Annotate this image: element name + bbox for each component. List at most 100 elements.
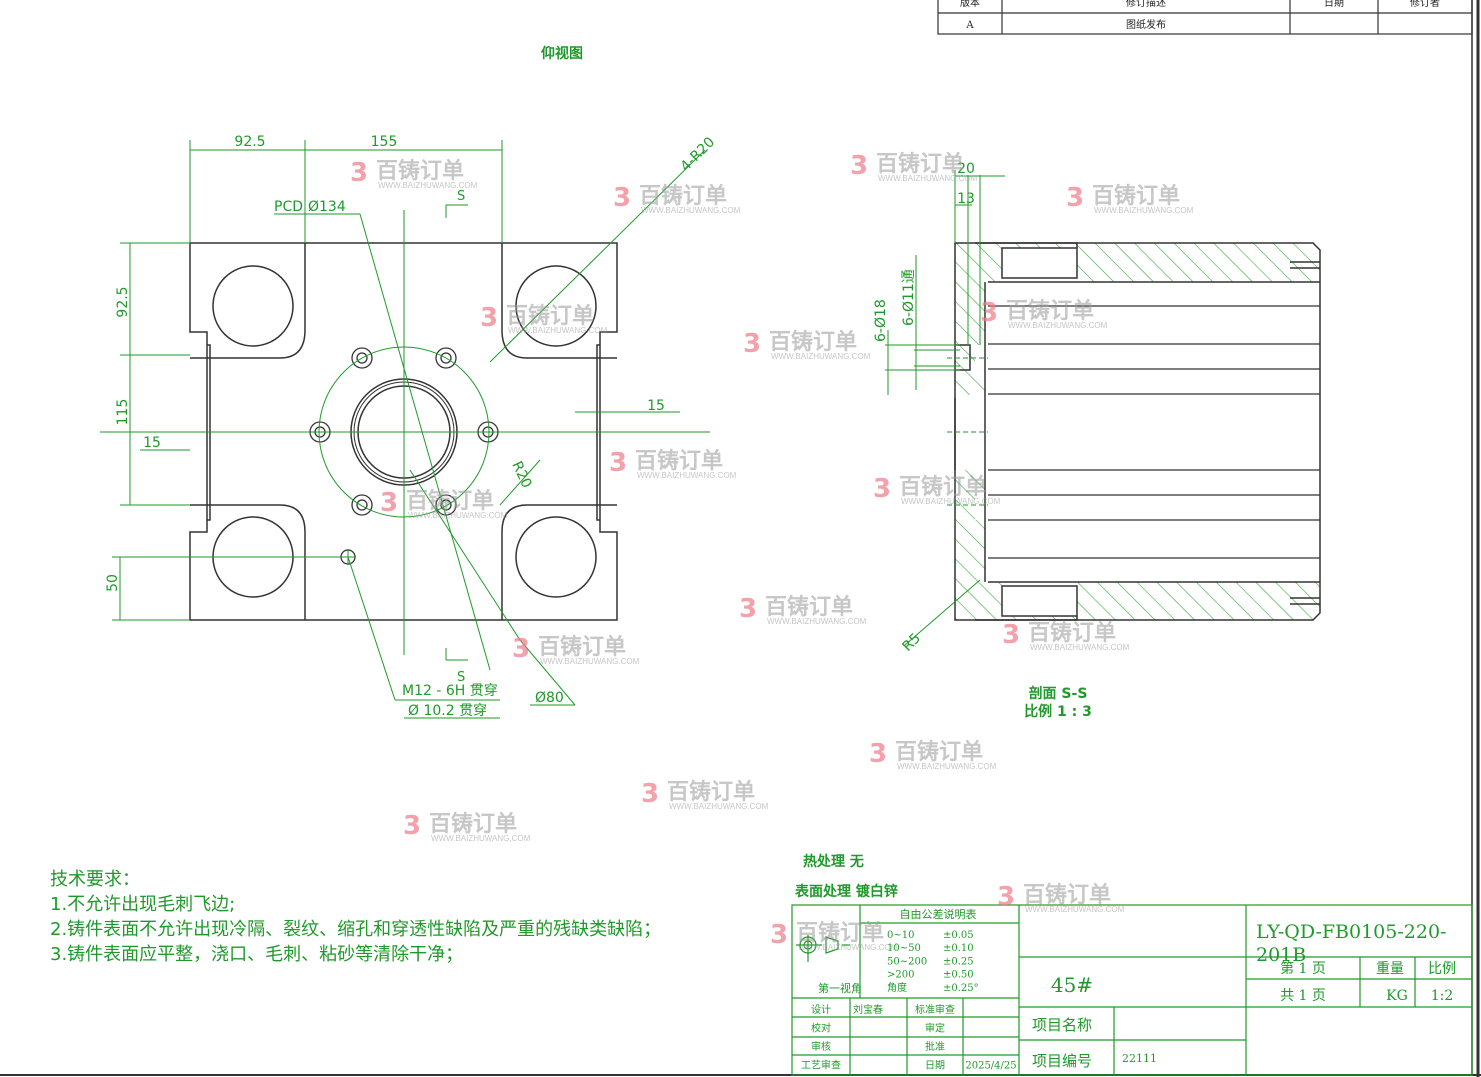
watermark-url: WWW.BAIZHUWANG.COM <box>378 181 478 190</box>
watermark-logo-icon: 3 <box>480 303 498 333</box>
dim-92-5-vertical: 92.5 <box>115 286 131 317</box>
thread-callout: M12 - 6H 贯穿 <box>402 683 498 699</box>
watermark-url: WWW.BAIZHUWANG.COM <box>1025 905 1125 914</box>
signature-cell: 校对 <box>811 1022 831 1035</box>
signature-cell: 2025/4/25 <box>965 1061 1016 1072</box>
projection-label: 第一视角 <box>818 981 862 995</box>
tech-title: 技术要求： <box>50 869 140 890</box>
dim-155: 155 <box>371 134 398 150</box>
rev-header-desc: 修订描述 <box>1126 0 1166 9</box>
tolerance-range: 角度 <box>887 981 907 994</box>
watermark-url: WWW.BAIZHUWANG.COM <box>901 497 1001 506</box>
scale-label: 比例 <box>1428 961 1456 977</box>
watermark-brand: 百铸订单 <box>406 488 494 514</box>
signature-cell: 审定 <box>925 1022 945 1035</box>
watermark-url: WWW.BAIZHUWANG.COM <box>798 943 898 952</box>
dim-6-d11: 6-Ø11通 <box>901 269 917 326</box>
title-block-grid <box>791 904 1473 1076</box>
project-no: 22111 <box>1122 1052 1157 1065</box>
tolerance-value: ±0.05 <box>943 930 974 941</box>
watermark-logo-icon: 3 <box>739 594 757 624</box>
watermark-logo-icon: 3 <box>997 882 1015 912</box>
signature-cell: 审核 <box>811 1040 831 1053</box>
dim-15-left: 15 <box>143 435 161 451</box>
tech-item-1: 1.不允许出现毛刺飞边; <box>50 894 235 915</box>
dim-r20: R20 <box>508 459 534 491</box>
rev-row-desc: 图纸发布 <box>1126 18 1166 31</box>
project-no-label: 项目编号 <box>1032 1052 1092 1070</box>
tolerance-value: ±0.25° <box>943 983 979 994</box>
section-scale: 比例 1 : 3 <box>1024 703 1092 720</box>
weight-label: 重量 <box>1376 961 1404 977</box>
watermark-brand: 百铸订单 <box>635 448 723 474</box>
watermark-url: WWW.BAIZHUWANG.COM <box>540 657 640 666</box>
watermark-brand: 百铸订单 <box>1092 183 1180 209</box>
drill-callout: Ø 10.2 贯穿 <box>408 703 487 719</box>
section-view-dimensions <box>885 170 1005 646</box>
dim-20: 20 <box>957 161 975 177</box>
project-name-label: 项目名称 <box>1032 1016 1092 1034</box>
weight-unit: KG <box>1386 988 1408 1004</box>
watermark-logo-icon: 3 <box>609 448 627 478</box>
signature-cell: 设计 <box>811 1003 831 1016</box>
tech-item-2: 2.铸件表面不允许出现冷隔、裂纹、缩孔和穿透性缺陷及严重的残缺类缺陷； <box>50 919 661 940</box>
watermark-brand: 百铸订单 <box>1023 882 1111 908</box>
watermark-logo-icon: 3 <box>869 739 887 769</box>
watermark-url: WWW.BAIZHUWANG.COM <box>1030 643 1130 652</box>
dim-6-d18: 6-Ø18 <box>873 299 889 342</box>
watermark-brand: 百铸订单 <box>506 303 594 329</box>
watermark-logo-icon: 3 <box>873 474 891 504</box>
dim-r5: R5 <box>900 630 924 654</box>
watermark-logo-icon: 3 <box>980 298 998 328</box>
watermark-url: WWW.BAIZHUWANG.COM <box>408 511 508 520</box>
dim-pcd-label: PCD <box>274 199 303 215</box>
dim-4-r20: 4-R20 <box>678 134 719 175</box>
heat-treatment: 热处理 无 <box>803 853 864 870</box>
section-title: 剖面 S-S <box>1029 685 1088 702</box>
watermark-logo-icon: 3 <box>1002 620 1020 650</box>
revision-table: 版本 修订描述 日期 修订者 A 图纸发布 <box>937 0 1473 35</box>
watermark-url: WWW.BAIZHUWANG.COM <box>431 834 531 843</box>
tolerance-range: 50~200 <box>887 956 927 967</box>
watermark-url: WWW.BAIZHUWANG.COM <box>669 802 769 811</box>
signature-cell: 刘宝春 <box>853 1003 883 1016</box>
section-mark-s-bottom: S <box>457 670 465 685</box>
tolerance-title: 自由公差说明表 <box>900 907 977 921</box>
rev-header-reviser: 修订者 <box>1410 0 1440 9</box>
material: 45# <box>1051 973 1093 997</box>
watermark-brand: 百铸订单 <box>895 739 983 765</box>
watermark-url: WWW.BAIZHUWANG.COM <box>897 762 997 771</box>
dim-13: 13 <box>957 191 975 207</box>
watermark-brand: 百铸订单 <box>639 183 727 209</box>
watermark-logo-icon: 3 <box>380 488 398 518</box>
section-mark-s-top: S <box>457 189 465 204</box>
watermark-url: WWW.BAIZHUWANG.COM <box>1008 321 1108 330</box>
watermark-logo-icon: 3 <box>743 329 761 359</box>
signature-cell: 日期 <box>925 1060 945 1072</box>
watermark-brand: 百铸订单 <box>429 811 517 837</box>
watermark-logo-icon: 3 <box>613 183 631 213</box>
tolerance-range: 10~50 <box>887 943 921 954</box>
surface-treatment: 表面处理 镀白锌 <box>794 883 898 900</box>
watermark-url: WWW.BAIZHUWANG.COM <box>878 174 978 183</box>
watermark-logo-icon: 3 <box>403 811 421 841</box>
watermark-brand: 百铸订单 <box>765 594 853 620</box>
dim-15-right: 15 <box>647 398 665 414</box>
projection-symbol <box>796 935 850 962</box>
drawing-number-1: LY-QD-FB0105-220- <box>1256 921 1446 943</box>
tolerance-range: >200 <box>887 970 914 981</box>
rev-header-version: 版本 <box>960 0 980 9</box>
